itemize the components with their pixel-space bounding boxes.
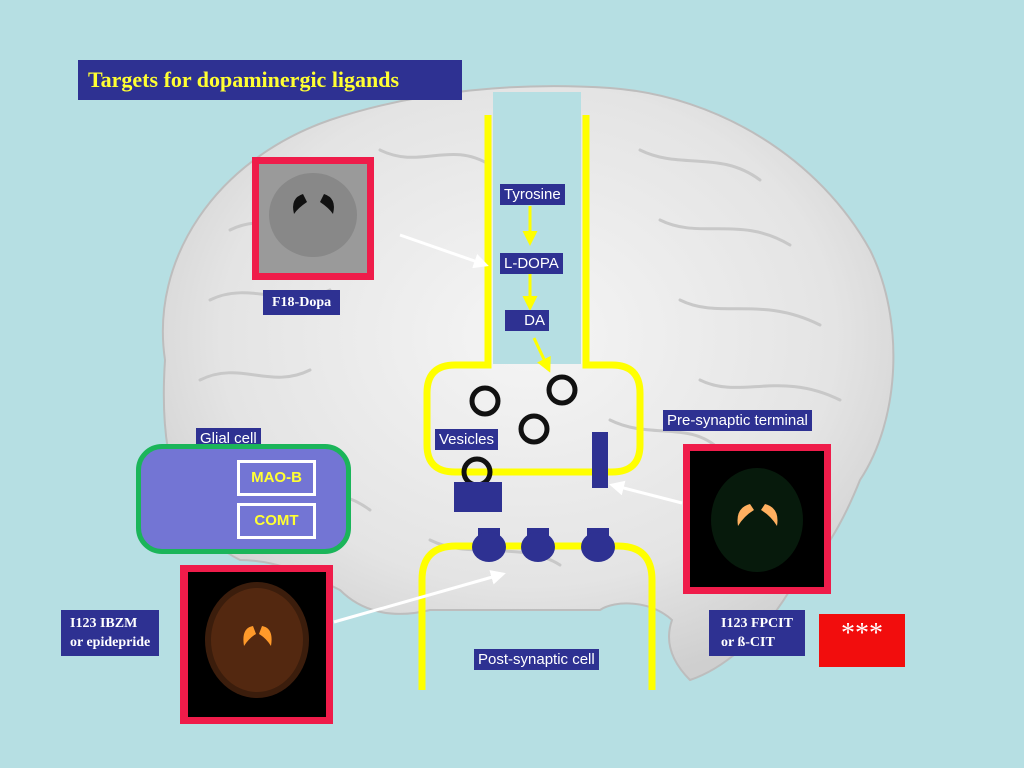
dopamine-transporter <box>592 432 608 488</box>
postsynaptic-label: Post-synaptic cell <box>474 649 599 670</box>
vesicle <box>546 374 578 406</box>
ibzm-pointer-arrow <box>333 570 506 624</box>
presynaptic-label: Pre-synaptic terminal <box>663 410 812 431</box>
fpcit-label-line1: I123 FPCIT <box>721 616 793 631</box>
receptor <box>581 528 615 562</box>
fpcit-label: I123 FPCIT or ß-CIT <box>709 610 805 656</box>
vesicle <box>469 385 501 417</box>
f18-dopa-scan <box>252 157 374 280</box>
release-site <box>454 482 502 512</box>
comt-box: COMT <box>237 503 316 539</box>
slide-title: Targets for dopaminergic ligands <box>78 60 462 100</box>
fpcit-scan <box>683 444 831 594</box>
ldopa-label: L-DOPA <box>500 253 563 274</box>
receptor <box>521 528 555 562</box>
asterisks-badge: *** <box>819 614 905 667</box>
vesicles-label: Vesicles <box>435 429 499 450</box>
presynaptic-terminal <box>423 115 644 476</box>
da-to-vesicle-arrow <box>532 337 551 373</box>
receptor <box>472 528 506 562</box>
tyrosine-label: Tyrosine <box>500 184 565 205</box>
ibzm-scan <box>180 565 333 724</box>
glial-cell-label: Glial cell <box>196 428 261 449</box>
fpcit-label-line2: or ß-CIT <box>721 635 775 650</box>
f18-dopa-label: F18-Dopa <box>263 290 341 315</box>
ibzm-label-line1: I123 IBZM <box>70 616 138 631</box>
d2-receptors <box>472 528 615 562</box>
ibzm-label-line2: or epidepride <box>70 635 151 650</box>
ibzm-label: I123 IBZM or epidepride <box>61 610 160 656</box>
fpcit-pointer-arrow <box>609 480 683 505</box>
mao-b-box: MAO-B <box>237 460 316 496</box>
vesicle <box>518 413 550 445</box>
f18-pointer-arrow <box>399 233 489 269</box>
da-label: DA <box>505 310 549 331</box>
